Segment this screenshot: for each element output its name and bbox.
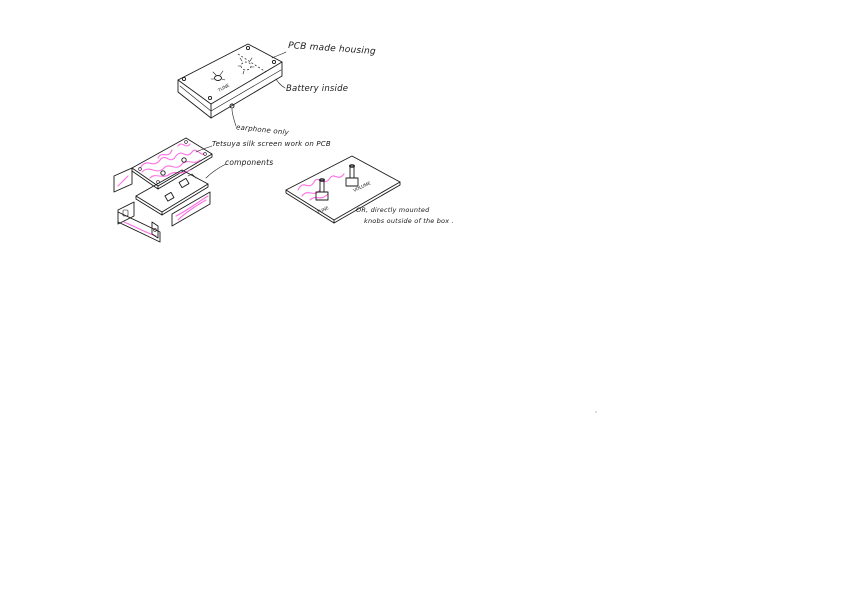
board-volume-knob: VOLUME: [346, 165, 372, 194]
alt-silkscreen-scribble: [298, 174, 344, 200]
closed-housing-box: TUNE: [178, 44, 286, 126]
components-label: components: [225, 158, 273, 167]
battery-indicator: [238, 54, 266, 74]
box-tune-label: TUNE: [216, 83, 231, 95]
silkscreen-label: Tetsuya silk screen work on PCB: [212, 140, 331, 148]
board-volume-label: VOLUME: [352, 180, 372, 193]
board-tune-label: TUNE: [315, 205, 330, 216]
exploded-pcb-assembly: [114, 138, 226, 242]
box-tune-knob: TUNE: [211, 71, 231, 94]
silkscreen-scribble: [140, 144, 204, 178]
alternative-label-line1: OR, directly mounted: [356, 206, 429, 214]
battery-label: Battery inside: [286, 84, 348, 94]
alternative-label-line2: knobs outside of the box .: [364, 217, 454, 225]
